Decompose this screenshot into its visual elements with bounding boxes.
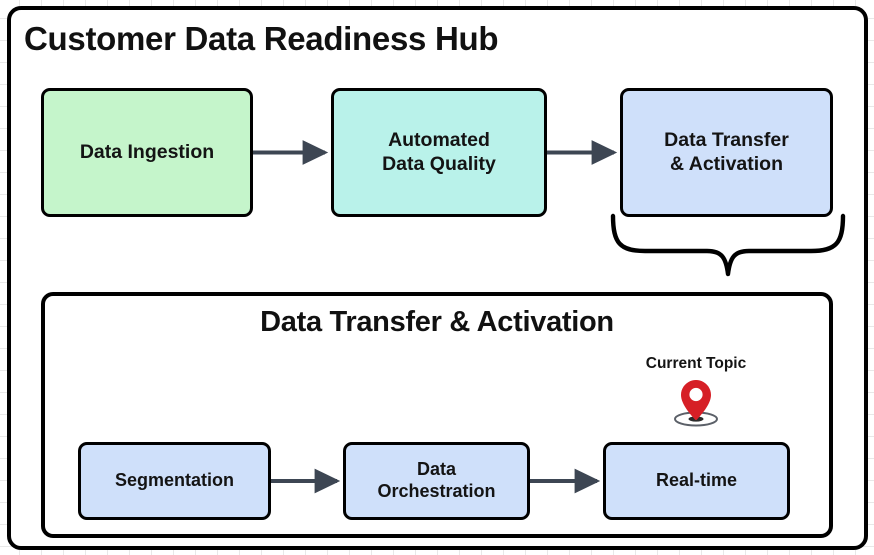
node-label-line-1: Data Transfer [664,128,789,151]
current-topic-marker: Current Topic [596,355,796,427]
node-label: Data Ingestion [79,140,215,163]
node-real-time[interactable]: Real-time [603,442,790,520]
node-data-orchestration[interactable]: Data Orchestration [343,442,530,520]
map-pin-icon [674,380,718,427]
node-label: Data Transfer & Activation [664,129,789,177]
node-label: Data Orchestration [377,459,495,503]
node-label: Real-time [655,470,738,491]
node-label-line-1: Data [416,459,456,480]
node-label-line-2: Orchestration [377,481,496,501]
page-title: Customer Data Readiness Hub [24,20,499,57]
node-automated-data-quality[interactable]: Automated Data Quality [331,88,547,217]
section-title: Data Transfer & Activation [260,306,614,338]
node-label-line-1: Automated [388,128,490,151]
node-label: Automated Data Quality [382,129,496,177]
current-topic-label: Current Topic [645,355,747,372]
node-segmentation[interactable]: Segmentation [78,442,271,520]
node-label-line-2: Data Quality [382,152,496,175]
node-data-ingestion[interactable]: Data Ingestion [41,88,253,217]
node-data-transfer-activation[interactable]: Data Transfer & Activation [620,88,833,217]
node-label: Segmentation [114,470,234,491]
node-label-line-2: & Activation [669,152,784,175]
